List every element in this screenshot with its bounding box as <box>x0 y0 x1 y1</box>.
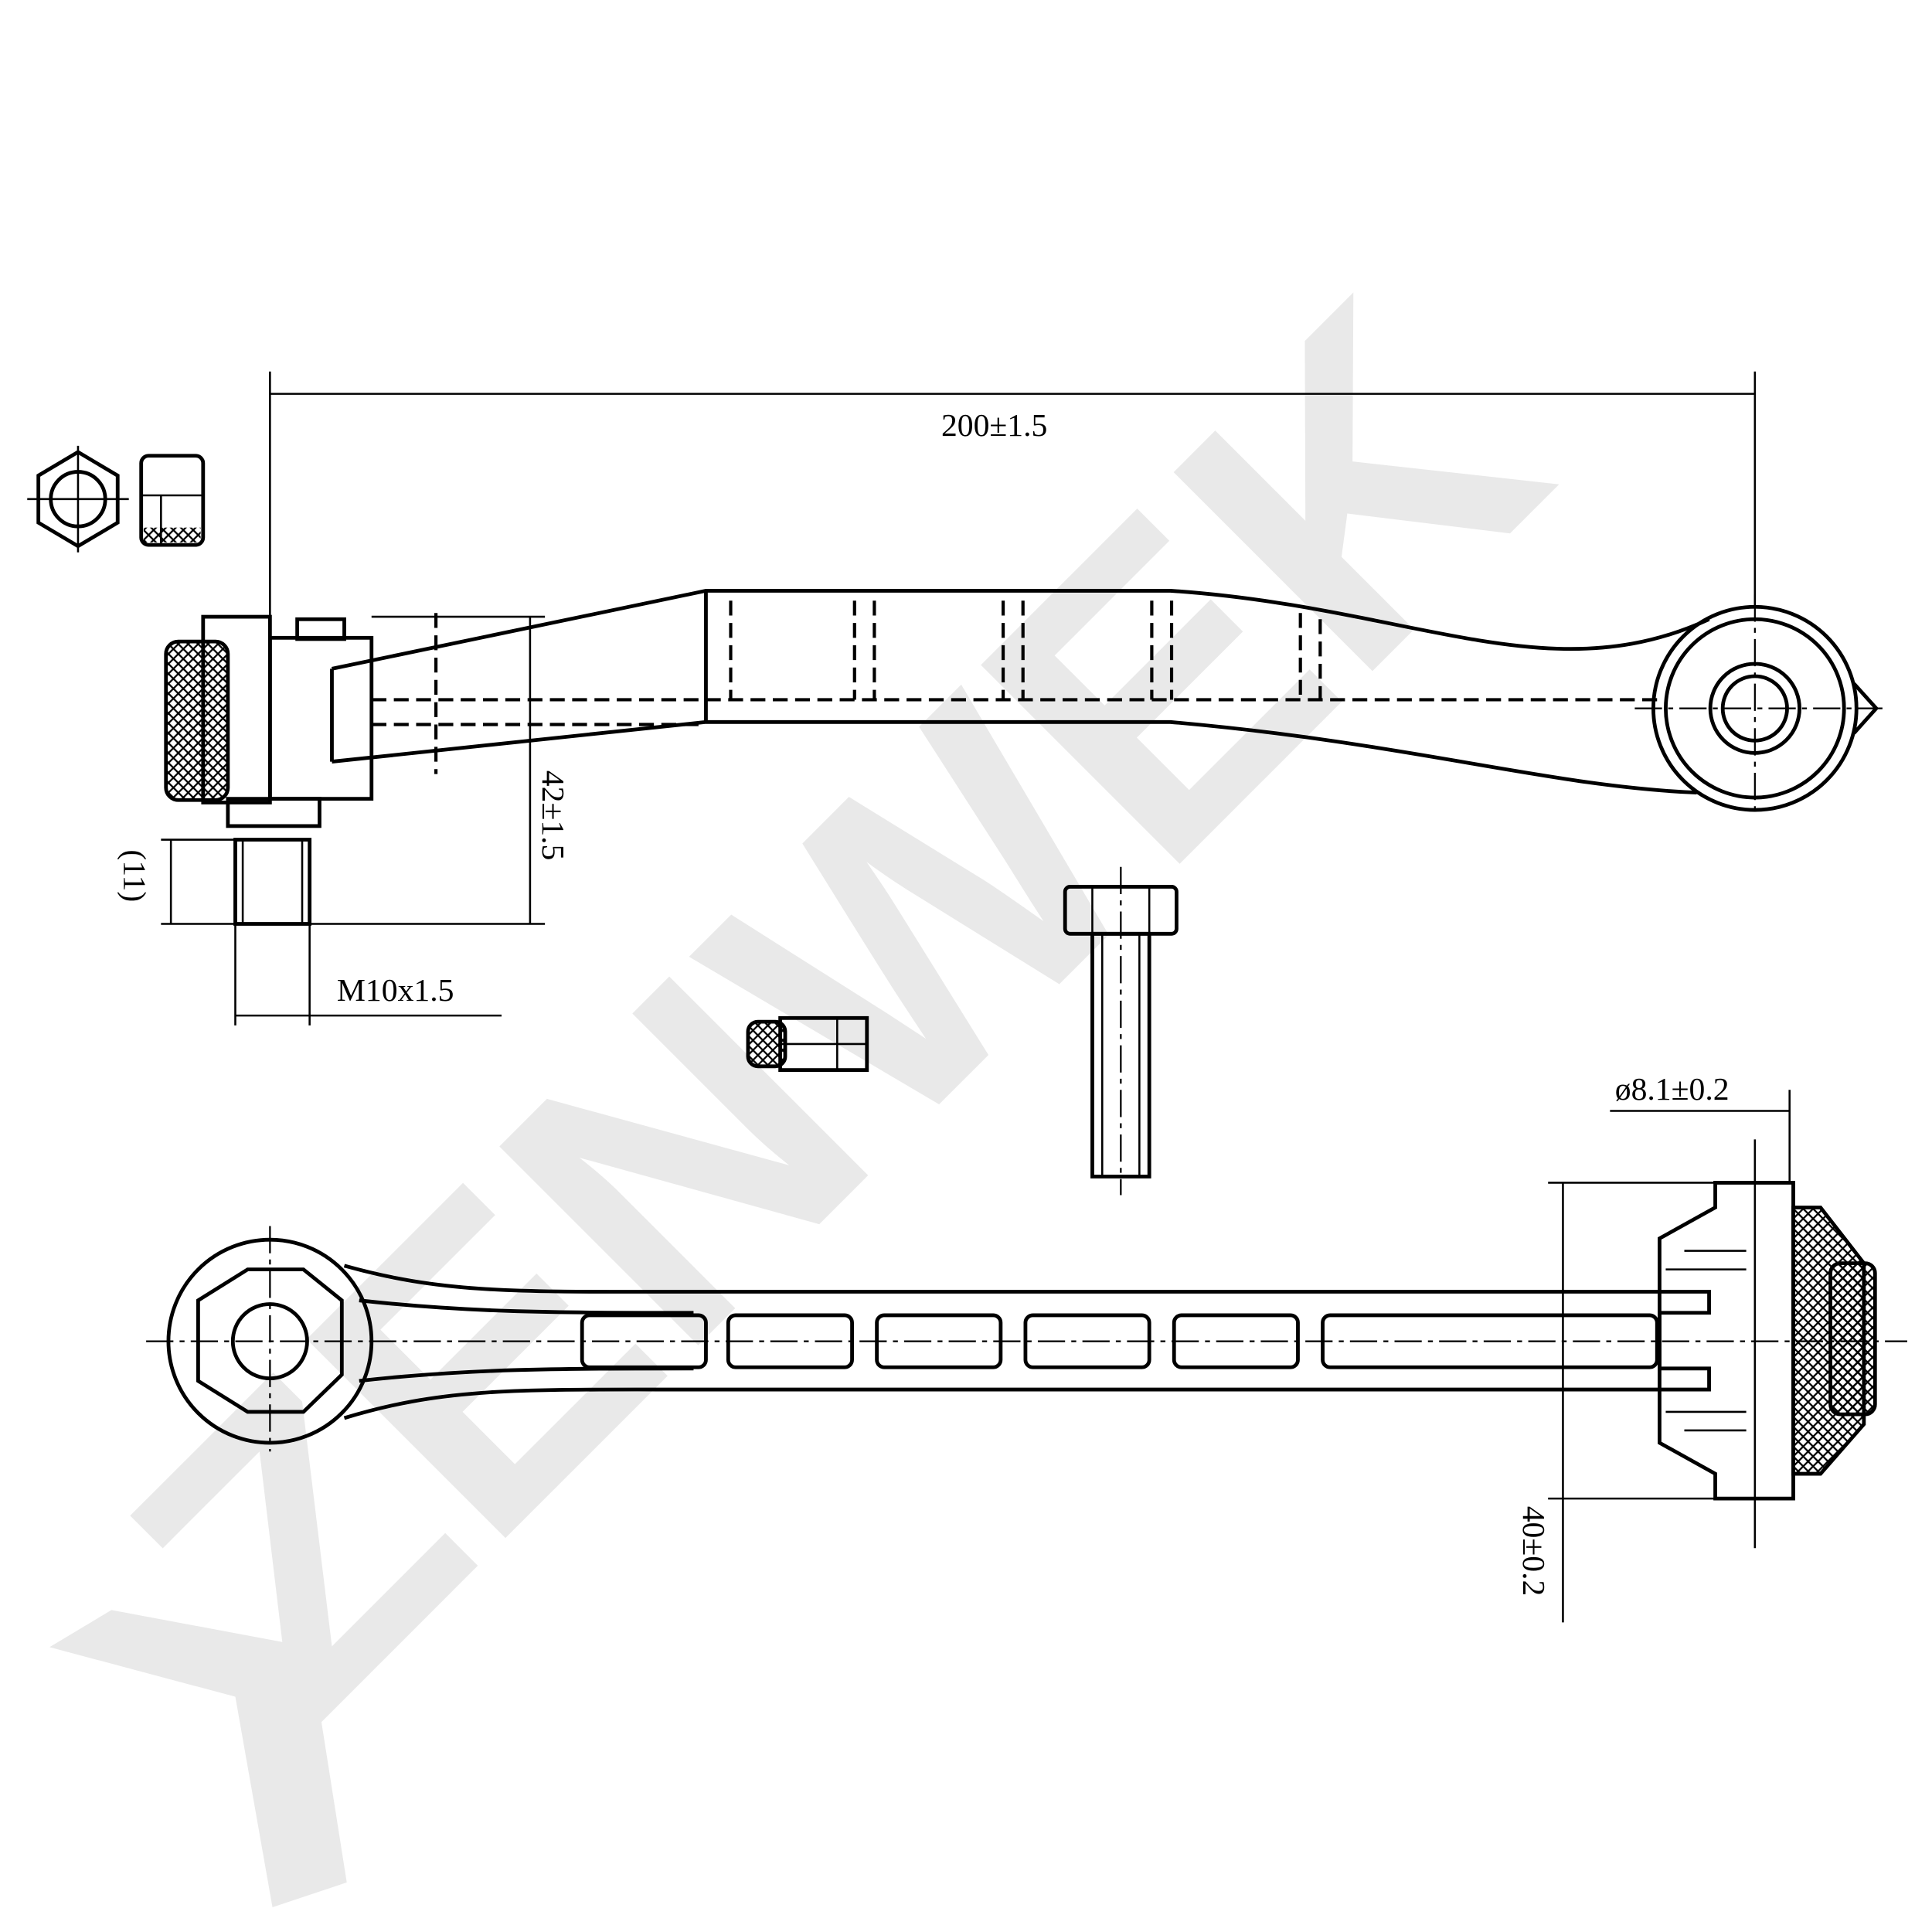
nut-side-view <box>139 454 206 547</box>
dim-length: 200±1.5 <box>941 408 1047 444</box>
watermark-logo: ZENWEK <box>49 220 1624 1907</box>
dim-thread-length: (11) <box>116 849 151 902</box>
dimension-lines-bottom <box>1548 1090 1791 1623</box>
dimension-lines-top <box>161 371 1757 1026</box>
nut-part <box>746 1015 869 1073</box>
link-side-view <box>164 589 1883 926</box>
bolt-part <box>1063 866 1179 1196</box>
link-top-view <box>146 1181 1907 1501</box>
dim-hole-diameter: ø8.1±0.2 <box>1615 1072 1730 1107</box>
dim-height: 42±1.5 <box>535 770 570 861</box>
nut-top-view <box>27 445 129 553</box>
svg-text:ZENWEK: ZENWEK <box>49 220 1624 1795</box>
dim-bushing-width: 40±0.2 <box>1515 1506 1551 1597</box>
dim-thread: M10x1.5 <box>337 973 454 1009</box>
